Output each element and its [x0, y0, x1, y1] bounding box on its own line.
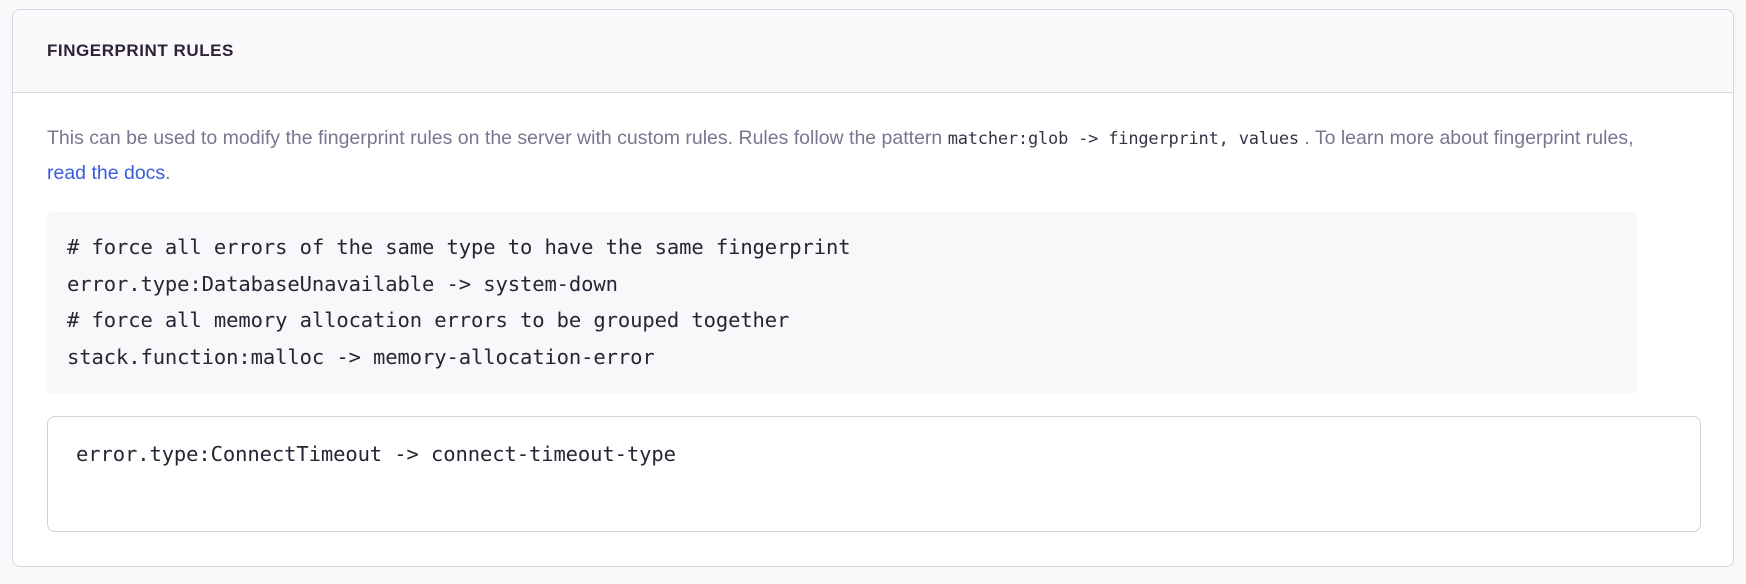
fingerprint-rules-panel: FINGERPRINT RULES This can be used to mo…: [12, 9, 1734, 567]
page-title: FINGERPRINT RULES: [47, 41, 234, 60]
description-part-3: .: [165, 162, 171, 184]
description-code-pattern: matcher:glob -> fingerprint, values: [947, 129, 1299, 149]
example-line: # force all memory allocation errors to …: [67, 308, 790, 332]
fingerprint-rules-input[interactable]: [47, 416, 1701, 532]
example-line: # force all errors of the same type to h…: [67, 235, 851, 259]
panel-header: FINGERPRINT RULES: [13, 10, 1733, 93]
example-line: stack.function:malloc -> memory-allocati…: [67, 344, 655, 369]
example-line: error.type:DatabaseUnavailable -> system…: [67, 271, 618, 296]
description-part-1: This can be used to modify the fingerpri…: [47, 127, 948, 149]
read-the-docs-link[interactable]: read the docs: [47, 162, 166, 184]
description-part-2: . To learn more about fingerprint rules,: [1298, 127, 1634, 149]
example-rules-block: # force all errors of the same type to h…: [47, 212, 1637, 394]
description-text: This can be used to modify the fingerpri…: [47, 121, 1647, 190]
panel-body: This can be used to modify the fingerpri…: [13, 93, 1733, 532]
